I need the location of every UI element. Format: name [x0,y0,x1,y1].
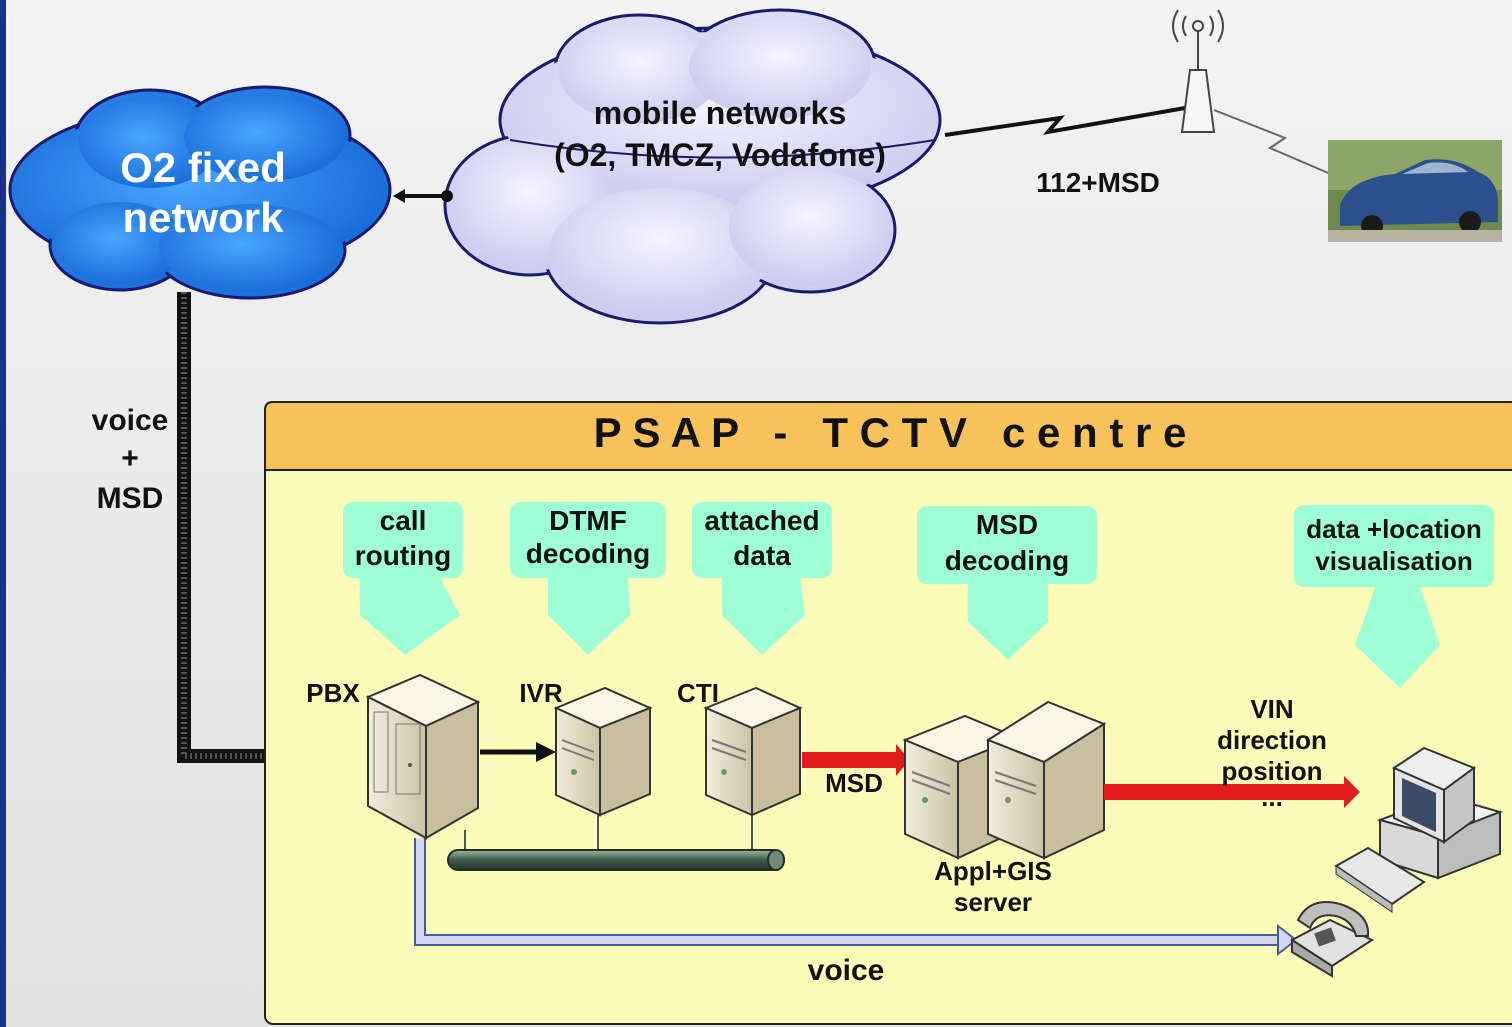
callout-3-line2: decoding [945,545,1069,576]
info-label-line3: position [1221,756,1322,786]
fixed-cloud-label-line1: O2 fixed [120,144,286,191]
info-label-line2: direction [1217,725,1327,755]
radio-link [944,106,1186,137]
voice-msd-label-line3: MSD [97,482,164,515]
callout-4-line2: visualisation [1315,546,1473,576]
callout-2-line1: attached [704,505,819,536]
callout-4-line1: data +location [1306,514,1482,544]
voice-arrow [414,838,1298,957]
car-image [1328,140,1502,242]
antenna-mast-icon [1172,9,1224,133]
o2-fixed-network-cloud [8,85,392,300]
mobile-networks-cloud [443,8,942,325]
mobile-cloud-label-line1: mobile networks [594,95,847,131]
callout-3-line1: MSD [976,509,1038,540]
info-label-line4: ... [1261,782,1283,812]
voice-label: voice [808,954,885,987]
ivr-server-icon [553,686,653,817]
pbx-server-icon [365,673,481,840]
server-label-line1: Appl+GIS [934,856,1052,886]
cti-server-icon [703,686,803,817]
callout-1-line1: DTMF [549,505,627,536]
vehicle-info-arrow [1104,776,1360,808]
ivr-label: IVR [519,678,563,708]
callout-0-line2: routing [355,540,451,571]
msd-arrow-label: MSD [825,768,883,798]
cloud-interconnect [393,189,453,203]
workstation-computer-icon [1334,746,1504,913]
callout-0-line1: call [380,505,427,536]
voice-msd-label-line2: + [121,442,139,475]
callout-1-line2: decoding [526,538,650,569]
pbx-to-ivr-arrow [480,742,556,762]
info-label-line1: VIN [1250,694,1293,724]
callout-call-routing [343,502,463,655]
callout-data-location-visualisation [1294,505,1494,688]
msd-arrow [802,744,910,776]
voice-msd-label-line1: voice [92,404,169,437]
telephone-icon [1290,901,1375,978]
server-label-line2: server [954,887,1032,917]
car-radio-link [1213,109,1341,179]
appl-gis-server-icon [902,700,1107,860]
left-edge-bar [0,0,6,1027]
callout-dtmf-decoding [510,502,666,655]
fixed-cloud-label-line2: network [122,194,284,241]
psap-title: P S A P - T C T V c e n t r e [594,409,1187,456]
radio-link-label: 112+MSD [1036,167,1160,198]
callout-msd-decoding [917,506,1097,660]
cti-label: CTI [677,678,719,708]
callout-attached-data [692,502,832,655]
callout-2-line2: data [733,540,791,571]
mobile-cloud-label-line2: (O2, TMCZ, Vodafone) [554,137,886,173]
pbx-label: PBX [306,678,360,708]
lan-bus-pipe [447,815,785,871]
